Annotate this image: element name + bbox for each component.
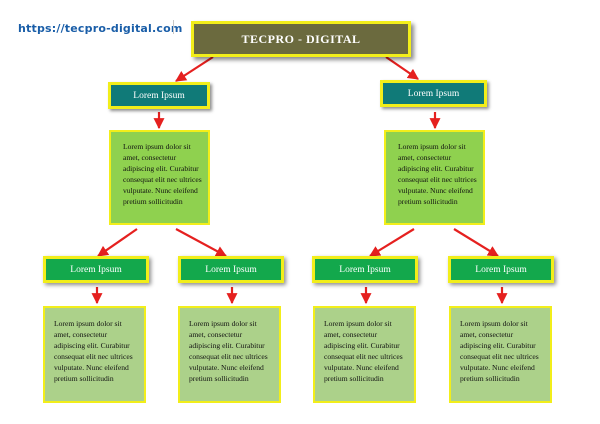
- arrow-text-left-to-child-2: [175, 228, 227, 257]
- root-node: TECPRO - DIGITAL: [191, 21, 411, 57]
- arrow-root-to-branch-right: [385, 56, 419, 80]
- child-node-2: Lorem Ipsum: [178, 256, 284, 283]
- watermark-url: https://tecpro-digital.com: [18, 22, 183, 35]
- arrow-root-to-branch-left: [175, 56, 214, 82]
- arrow-text-right-to-child-2: [453, 228, 499, 257]
- child-node-1: Lorem Ipsum: [43, 256, 149, 283]
- leaf-text-box-3: Lorem ipsum dolor sit amet, consectetur …: [313, 306, 416, 403]
- divider: [173, 20, 174, 34]
- arrow-text-right-to-child-1: [369, 228, 415, 257]
- branch-node-left: Lorem Ipsum: [108, 82, 210, 109]
- leaf-text-box-4: Lorem ipsum dolor sit amet, consectetur …: [449, 306, 552, 403]
- child-node-3: Lorem Ipsum: [312, 256, 418, 283]
- child-node-4: Lorem Ipsum: [448, 256, 554, 283]
- branch-text-box-left: Lorem ipsum dolor sit amet, consectetur …: [109, 130, 210, 225]
- leaf-text-box-1: Lorem ipsum dolor sit amet, consectetur …: [43, 306, 146, 403]
- arrow-text-left-to-child-1: [97, 228, 138, 257]
- branch-text-box-right: Lorem ipsum dolor sit amet, consectetur …: [384, 130, 485, 225]
- leaf-text-box-2: Lorem ipsum dolor sit amet, consectetur …: [178, 306, 281, 403]
- branch-node-right: Lorem Ipsum: [380, 80, 487, 107]
